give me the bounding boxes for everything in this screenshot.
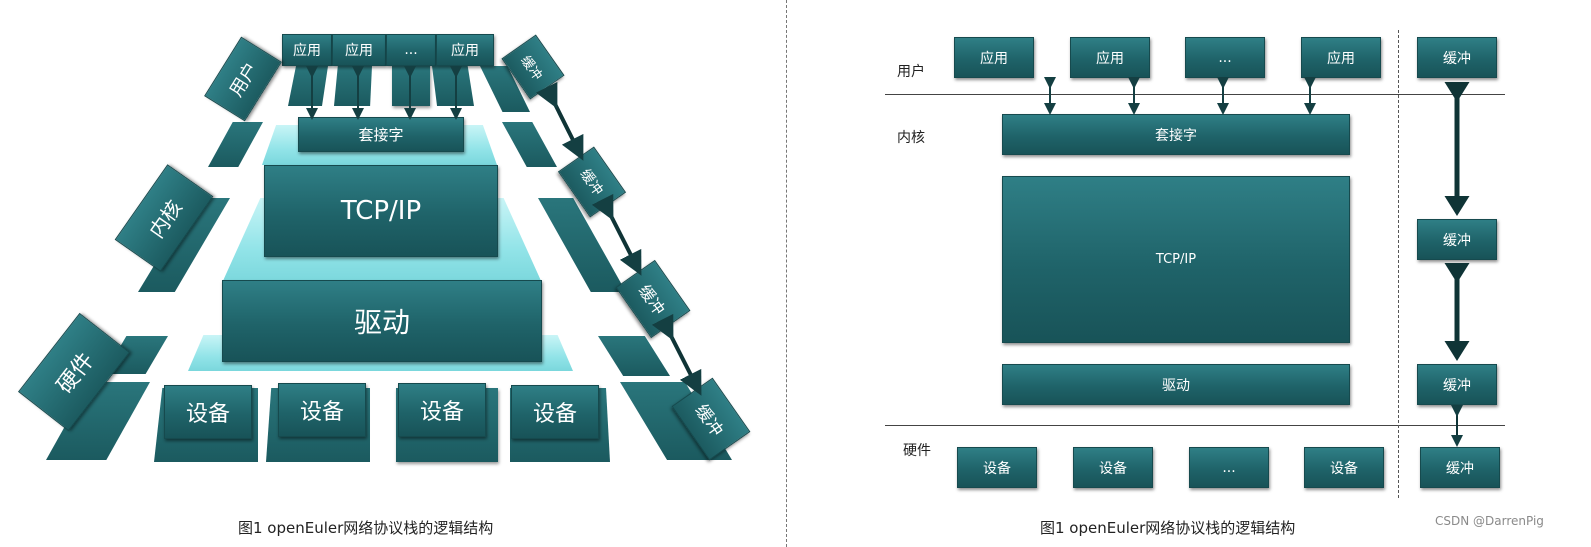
left-device-1: 设备 bbox=[164, 385, 252, 439]
right-arrows bbox=[1044, 77, 1470, 447]
left-app-2-label: 应用 bbox=[345, 43, 373, 59]
right-socket-label: 套接字 bbox=[1155, 127, 1197, 144]
right-buffer-3: 缓冲 bbox=[1417, 364, 1497, 405]
left-arrows bbox=[306, 66, 702, 396]
left-buffer-arrow-1 bbox=[535, 81, 584, 161]
right-app-2-label: 应用 bbox=[1096, 50, 1124, 67]
right-device-4: 设备 bbox=[1304, 447, 1384, 488]
right-device-1-label: 设备 bbox=[983, 460, 1011, 477]
right-app-4: 应用 bbox=[1301, 37, 1381, 78]
left-socket-label: 套接字 bbox=[358, 126, 404, 144]
left-caption: 图1 openEuler网络协议栈的逻辑结构 bbox=[238, 519, 494, 537]
panel-divider bbox=[786, 0, 787, 547]
left-app-3: ... bbox=[386, 34, 436, 66]
right-line-user-kernel bbox=[885, 94, 1505, 95]
right-buffer-2-label: 缓冲 bbox=[1443, 232, 1471, 249]
right-buffer-separator bbox=[1398, 30, 1399, 498]
right-app-3: ... bbox=[1185, 37, 1265, 78]
left-app-1-label: 应用 bbox=[293, 43, 321, 59]
left-tcpip-box: TCP/IP bbox=[264, 165, 498, 257]
right-socket-box: 套接字 bbox=[1002, 114, 1350, 155]
right-layer-kernel: 内核 bbox=[897, 130, 925, 146]
right-buffer-4-label: 缓冲 bbox=[1446, 460, 1474, 477]
left-tcpip-label: TCP/IP bbox=[340, 196, 422, 226]
right-diagram: 用户 内核 硬件 应用 应用 ... 应用 套接字 TCP/IP 驱动 设备 设… bbox=[787, 0, 1591, 547]
watermark: CSDN @DarrenPig bbox=[1435, 514, 1544, 528]
right-driver-label: 驱动 bbox=[1162, 377, 1190, 394]
right-layer-hardware: 硬件 bbox=[903, 443, 931, 459]
left-app-4: 应用 bbox=[436, 34, 494, 66]
right-buffer-1-label: 缓冲 bbox=[1443, 50, 1471, 67]
right-tcpip-box: TCP/IP bbox=[1002, 176, 1350, 343]
right-device-3-label: ... bbox=[1222, 459, 1236, 476]
left-device-4: 设备 bbox=[511, 385, 599, 439]
right-device-1: 设备 bbox=[957, 447, 1037, 488]
left-device-2: 设备 bbox=[278, 383, 366, 437]
left-driver-box: 驱动 bbox=[222, 280, 542, 362]
right-layer-user: 用户 bbox=[897, 64, 925, 80]
right-line-kernel-hardware bbox=[885, 425, 1505, 426]
left-device-3-label: 设备 bbox=[419, 400, 464, 425]
right-app-4-label: 应用 bbox=[1327, 50, 1355, 67]
left-device-2-label: 设备 bbox=[299, 400, 344, 425]
left-app-4-label: 应用 bbox=[451, 43, 479, 59]
right-caption: 图1 openEuler网络协议栈的逻辑结构 bbox=[1040, 519, 1296, 537]
right-device-3: ... bbox=[1189, 447, 1269, 488]
right-app-1-label: 应用 bbox=[980, 50, 1008, 67]
left-app-3-label: ... bbox=[404, 42, 418, 58]
right-buffer-3-label: 缓冲 bbox=[1443, 377, 1471, 394]
right-buffer-4: 缓冲 bbox=[1420, 447, 1500, 488]
right-device-2-label: 设备 bbox=[1099, 460, 1127, 477]
right-buffer-2: 缓冲 bbox=[1417, 219, 1497, 260]
right-driver-box: 驱动 bbox=[1002, 364, 1350, 405]
left-socket-box: 套接字 bbox=[298, 117, 464, 152]
left-app-1: 应用 bbox=[282, 34, 332, 66]
right-app-3-label: ... bbox=[1218, 49, 1232, 66]
left-buffer-arrow-3 bbox=[651, 313, 702, 396]
left-device-3: 设备 bbox=[398, 383, 486, 437]
left-app-2: 应用 bbox=[332, 34, 386, 66]
left-driver-label: 驱动 bbox=[353, 306, 410, 339]
right-tcpip-label: TCP/IP bbox=[1155, 252, 1197, 267]
left-device-4-label: 设备 bbox=[532, 402, 577, 427]
left-diagram: 应用 应用 ... 应用 套接字 TCP/IP 驱动 设备 设备 设备 设备 用… bbox=[0, 0, 786, 547]
left-buffer-arrow-2 bbox=[591, 193, 642, 276]
right-buffer-1: 缓冲 bbox=[1417, 37, 1497, 78]
right-app-1: 应用 bbox=[954, 37, 1034, 78]
right-device-2: 设备 bbox=[1073, 447, 1153, 488]
right-app-2: 应用 bbox=[1070, 37, 1150, 78]
right-device-4-label: 设备 bbox=[1330, 460, 1358, 477]
left-device-1-label: 设备 bbox=[185, 402, 230, 427]
